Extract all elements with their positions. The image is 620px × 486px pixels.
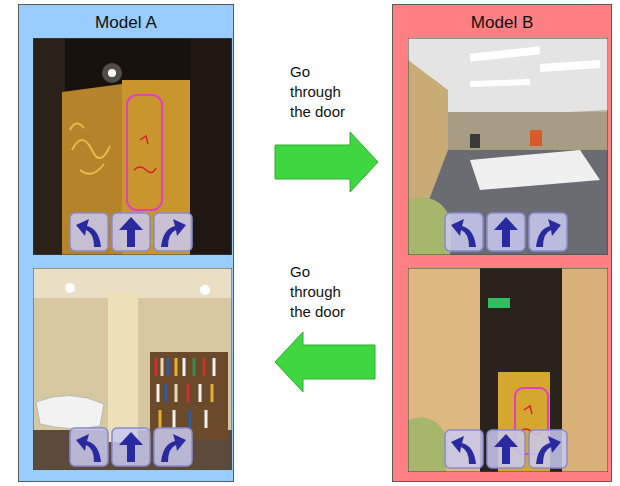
navigation-buttons bbox=[70, 428, 192, 466]
panel-title: Model A bbox=[19, 5, 233, 34]
block-arrow bbox=[275, 332, 375, 392]
screenshot-photo bbox=[408, 38, 608, 255]
panel-title: Model B bbox=[393, 5, 611, 34]
screenshot-photo bbox=[33, 38, 232, 255]
edge-label: Go through the door bbox=[290, 262, 356, 322]
screenshot-photo bbox=[408, 268, 608, 472]
navigation-buttons bbox=[445, 213, 567, 251]
navigation-buttons bbox=[70, 213, 192, 251]
screenshot-photo bbox=[33, 268, 232, 470]
model-panel: Model B bbox=[392, 4, 612, 482]
model-panel: Model A bbox=[18, 4, 234, 482]
edge-label: Go through the door bbox=[290, 62, 356, 122]
navigation-buttons bbox=[445, 430, 567, 468]
block-arrow bbox=[275, 132, 378, 192]
